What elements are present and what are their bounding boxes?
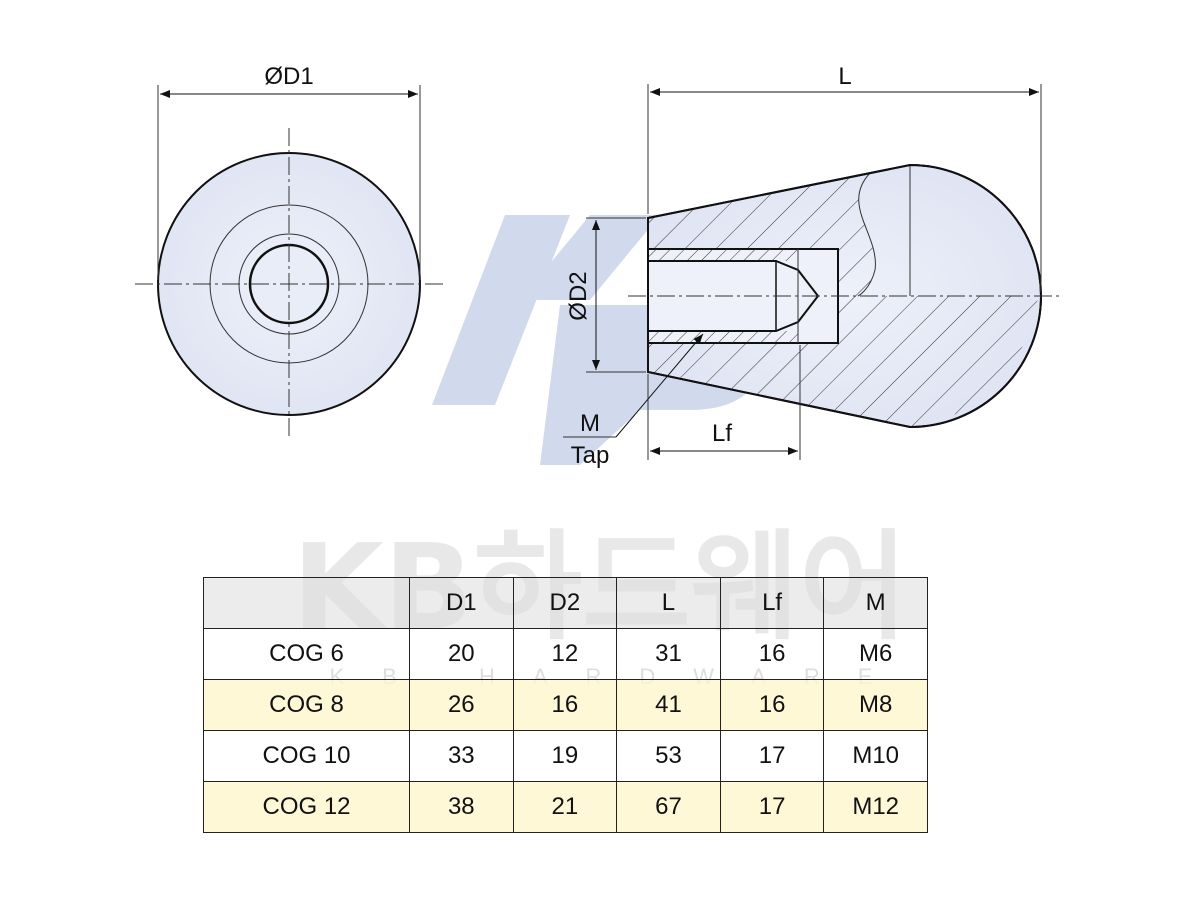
table-cell: COG 8 <box>203 679 410 731</box>
table-row: COG 12 38 21 67 17 M12 <box>203 781 928 833</box>
header-cell-d2: D2 <box>512 577 618 629</box>
table-cell: 67 <box>616 781 721 833</box>
table-cell: 33 <box>409 730 514 782</box>
header-cell-d1: D1 <box>409 577 514 629</box>
header-cell-m: M <box>823 577 928 629</box>
side-view: L ØD2 Lf M Tap <box>563 63 1062 469</box>
table-cell: 19 <box>512 730 618 782</box>
table-cell: 26 <box>409 679 514 731</box>
tap-label: Tap <box>571 442 610 469</box>
table-cell: M12 <box>823 781 928 833</box>
table-row: COG 6 20 12 31 16 M6 <box>203 628 928 680</box>
front-view: ØD1 <box>135 63 443 438</box>
d2-label: ØD2 <box>565 271 592 320</box>
table-cell: M6 <box>823 628 928 680</box>
table-cell: M8 <box>823 679 928 731</box>
table-cell: 31 <box>616 628 721 680</box>
table-cell: M10 <box>823 730 928 782</box>
table-cell: 12 <box>512 628 618 680</box>
table-row: COG 10 33 19 53 17 M10 <box>203 730 928 782</box>
table-cell: 17 <box>719 781 825 833</box>
table-cell: 41 <box>616 679 721 731</box>
table-cell: 16 <box>719 628 825 680</box>
header-cell-lf: Lf <box>719 577 825 629</box>
header-cell-model <box>203 577 410 629</box>
table-cell: 17 <box>719 730 825 782</box>
lf-label: Lf <box>712 420 732 447</box>
table-cell: COG 10 <box>203 730 410 782</box>
header-cell-l: L <box>616 577 721 629</box>
table-cell: COG 12 <box>203 781 410 833</box>
table-cell: 38 <box>409 781 514 833</box>
table-cell: 21 <box>512 781 618 833</box>
table-cell: 53 <box>616 730 721 782</box>
m-label: M <box>580 410 600 437</box>
table-cell: 20 <box>409 628 514 680</box>
table-cell: 16 <box>512 679 618 731</box>
table-cell: 16 <box>719 679 825 731</box>
table-cell: COG 6 <box>203 628 410 680</box>
l-label: L <box>838 63 851 90</box>
d1-label: ØD1 <box>264 63 313 90</box>
spec-table: D1 D2 L Lf M COG 6 20 12 31 16 M6 COG 8 … <box>203 577 928 833</box>
table-row: COG 8 26 16 41 16 M8 <box>203 679 928 731</box>
table-header-row: D1 D2 L Lf M <box>203 577 928 629</box>
